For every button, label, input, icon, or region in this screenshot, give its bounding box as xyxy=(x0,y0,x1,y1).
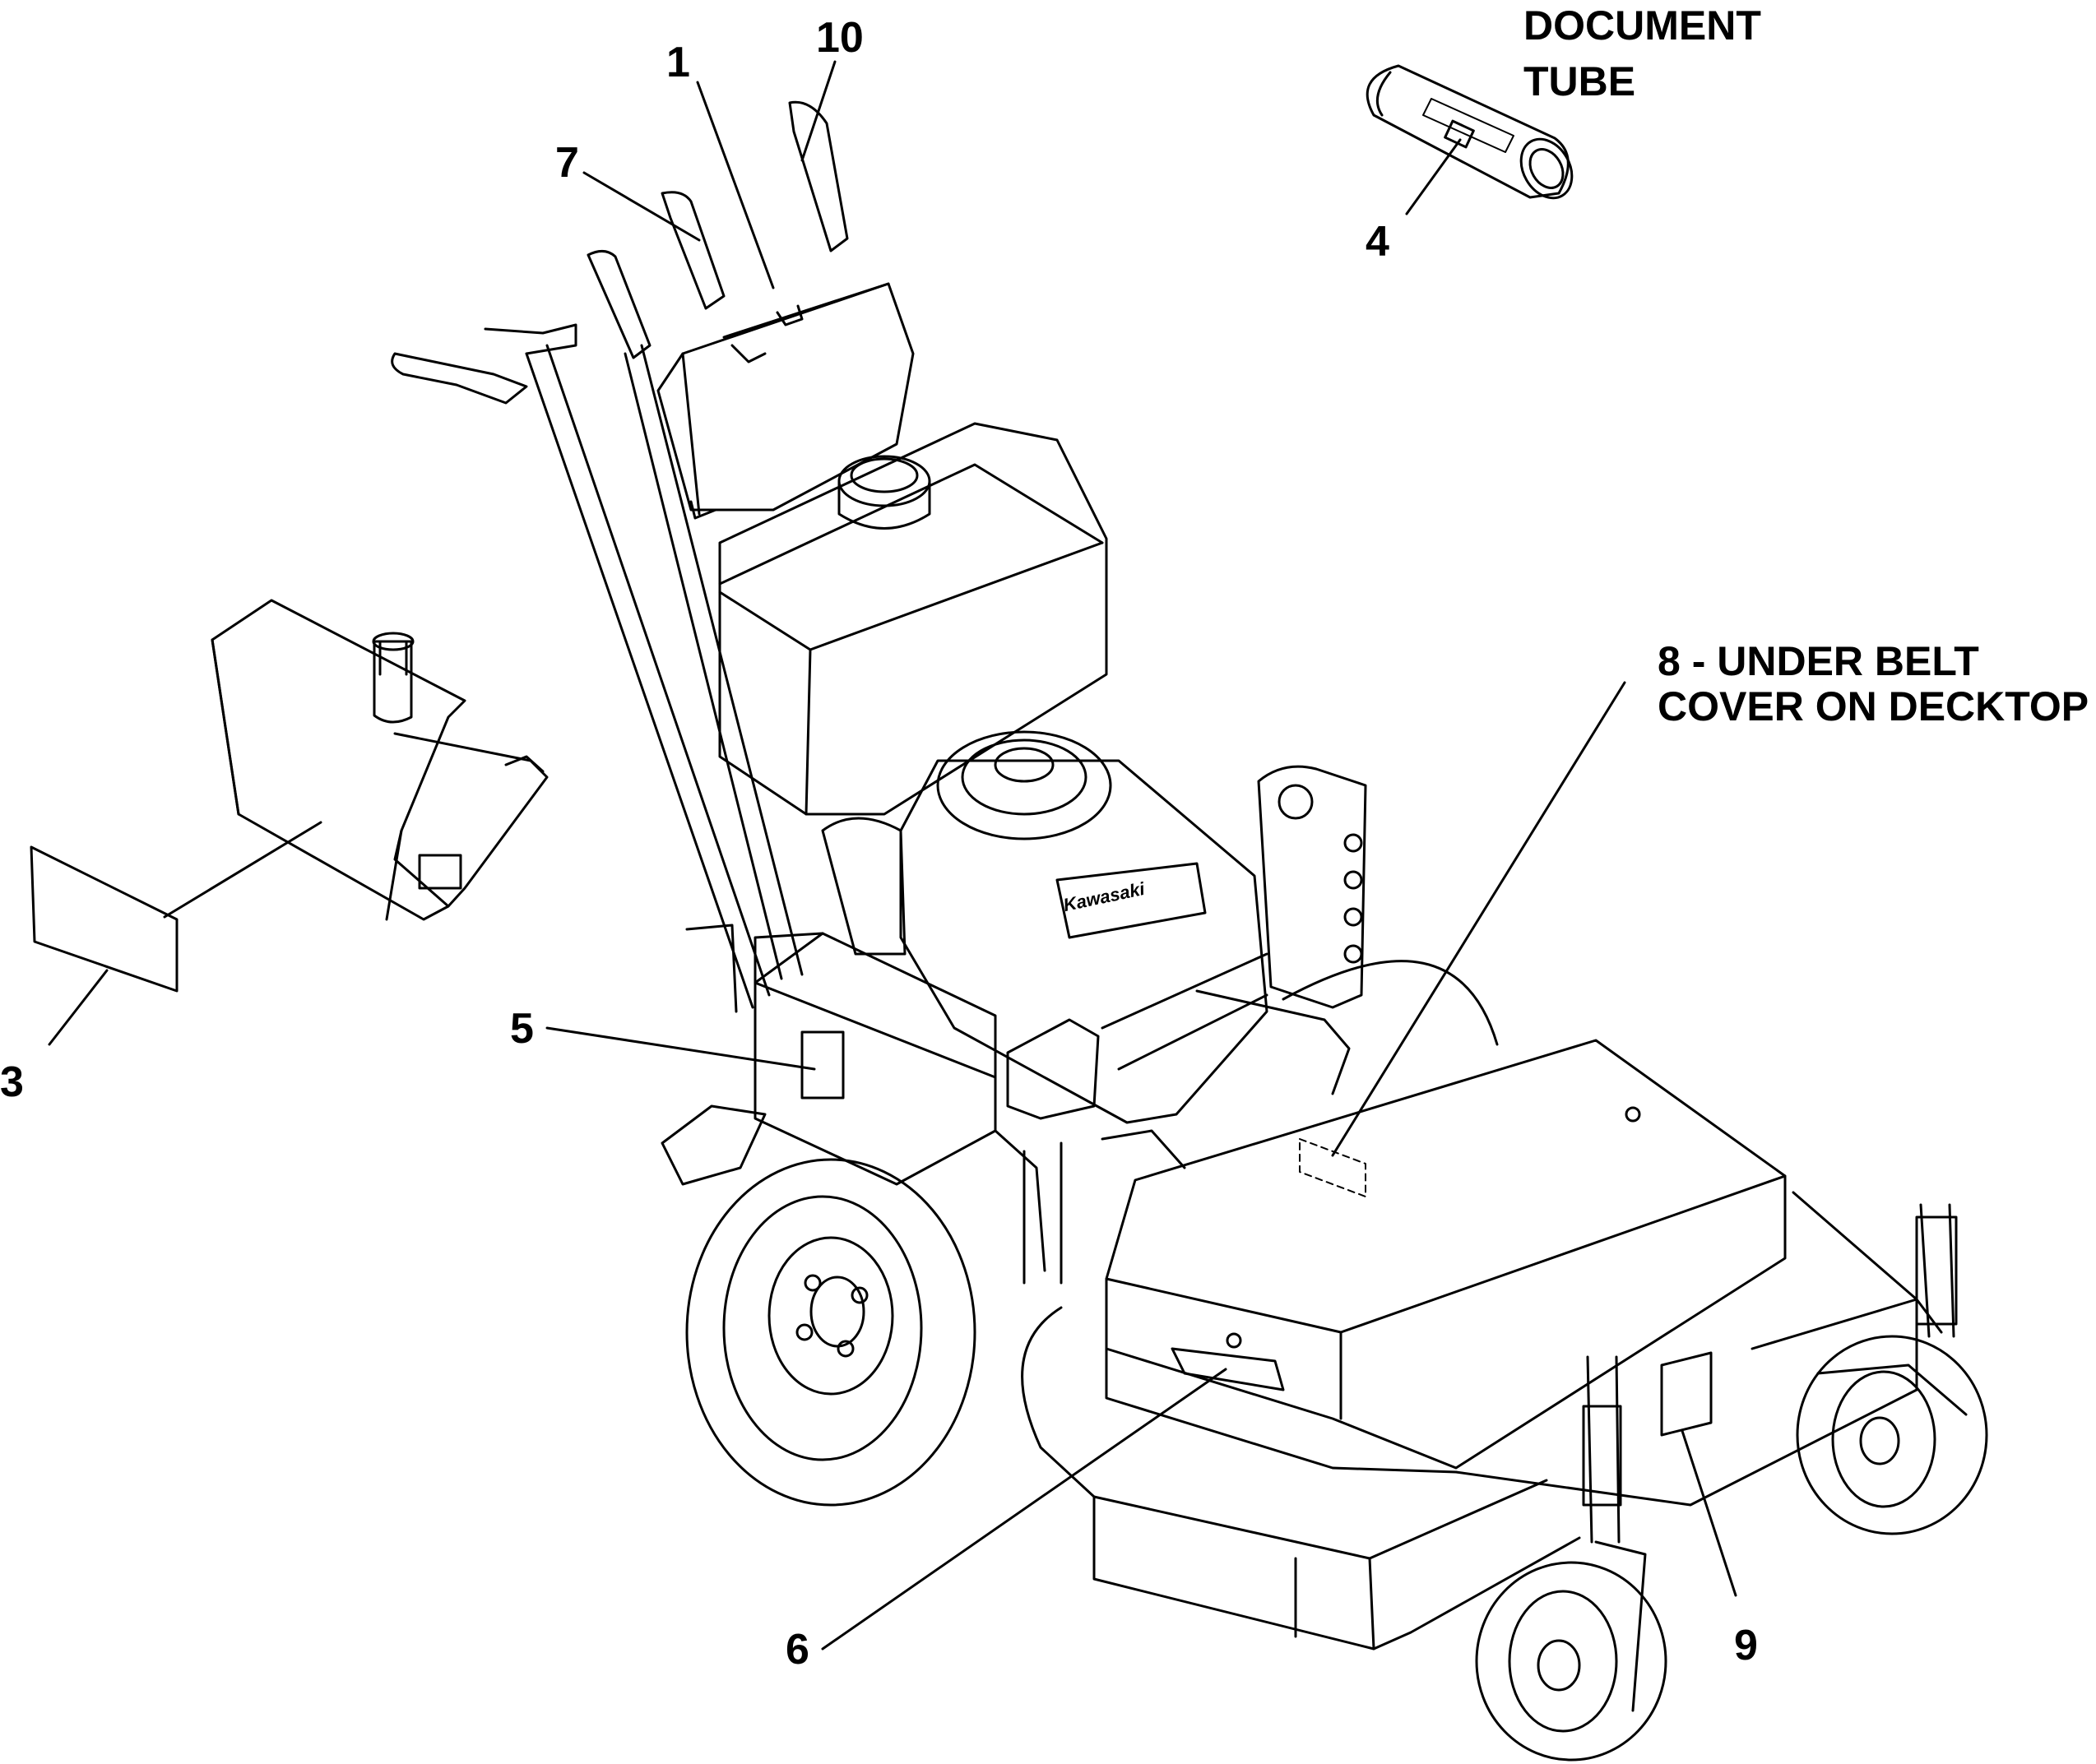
leader-lines xyxy=(48,60,1737,1651)
callout-3: 3 xyxy=(0,1058,24,1106)
callout-8-note-line2: COVER ON DECKTOP xyxy=(1658,683,2089,729)
caster-wheels-drawing xyxy=(1475,1203,1988,1762)
callout-9: 9 xyxy=(1734,1622,1758,1669)
callout-7: 7 xyxy=(555,139,579,187)
document-tube-label-line1: DOCUMENT xyxy=(1523,2,1761,49)
callout-4: 4 xyxy=(1366,218,1389,266)
callout-5: 5 xyxy=(510,1005,534,1053)
fuel-tank-drawing xyxy=(718,422,1108,816)
callout-1: 1 xyxy=(666,39,690,86)
decal-3-drawing xyxy=(30,845,179,993)
callout-10: 10 xyxy=(816,14,864,62)
document-tube-drawing xyxy=(1366,64,1574,200)
mower-deck-drawing xyxy=(1021,1039,1943,1651)
frame-drawing xyxy=(685,924,1351,1285)
engine-drawing xyxy=(821,730,1268,1124)
control-box-drawing xyxy=(754,932,1100,1186)
drive-wheel-drawing xyxy=(661,1104,976,1507)
callout-6: 6 xyxy=(786,1626,809,1674)
bottle-bracket-drawing xyxy=(211,599,549,921)
discharge-chute-drawing xyxy=(1257,765,1499,1046)
document-tube-label-line2: TUBE xyxy=(1523,58,1636,104)
handlebar-drawing xyxy=(391,100,915,1009)
callout-8-note-line1: 8 - UNDER BELT xyxy=(1658,638,1979,684)
